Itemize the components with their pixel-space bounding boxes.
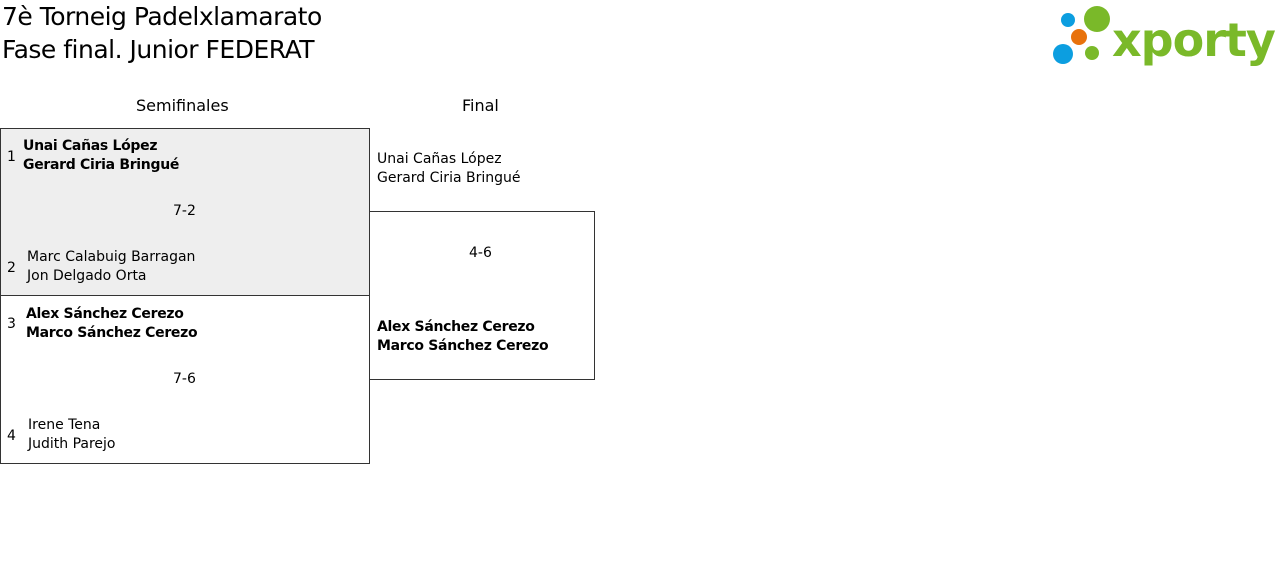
team-player: Alex Sánchez Cerezo (377, 319, 535, 335)
round-label-semifinales: Semifinales (136, 96, 229, 115)
team-player: Gerard Ciria Bringué (23, 157, 180, 173)
team-player: Judith Parejo (28, 436, 116, 452)
seed-number: 1 (7, 149, 16, 165)
team-player: Marco Sánchez Cerezo (26, 325, 198, 341)
match-score: 4-6 (469, 245, 492, 261)
match-semifinal-1[interactable] (0, 128, 370, 296)
team-player: Unai Cañas López (377, 151, 502, 167)
team-player: Gerard Ciria Bringué (377, 170, 521, 186)
seed-number: 3 (7, 316, 16, 332)
match-score: 7-2 (173, 203, 196, 219)
seed-number: 4 (7, 428, 16, 444)
team-player: Alex Sánchez Cerezo (26, 306, 184, 322)
phase-title: Fase final. Junior FEDERAT (2, 35, 315, 64)
team-player: Marco Sánchez Cerezo (377, 338, 549, 354)
seed-number: 2 (7, 260, 16, 276)
team-player: Unai Cañas López (23, 138, 158, 154)
team-player: Jon Delgado Orta (27, 268, 147, 284)
team-player: Irene Tena (28, 417, 101, 433)
logo-text: xporty (1112, 13, 1276, 66)
round-label-final: Final (462, 96, 499, 115)
logo-icon: xporty (1053, 6, 1277, 67)
match-final[interactable] (369, 211, 595, 380)
tournament-title: 7è Torneig Padelxlamarato (2, 2, 322, 31)
xporty-logo[interactable]: xporty (1050, 4, 1277, 67)
team-player: Marc Calabuig Barragan (27, 249, 196, 265)
match-score: 7-6 (173, 371, 196, 387)
